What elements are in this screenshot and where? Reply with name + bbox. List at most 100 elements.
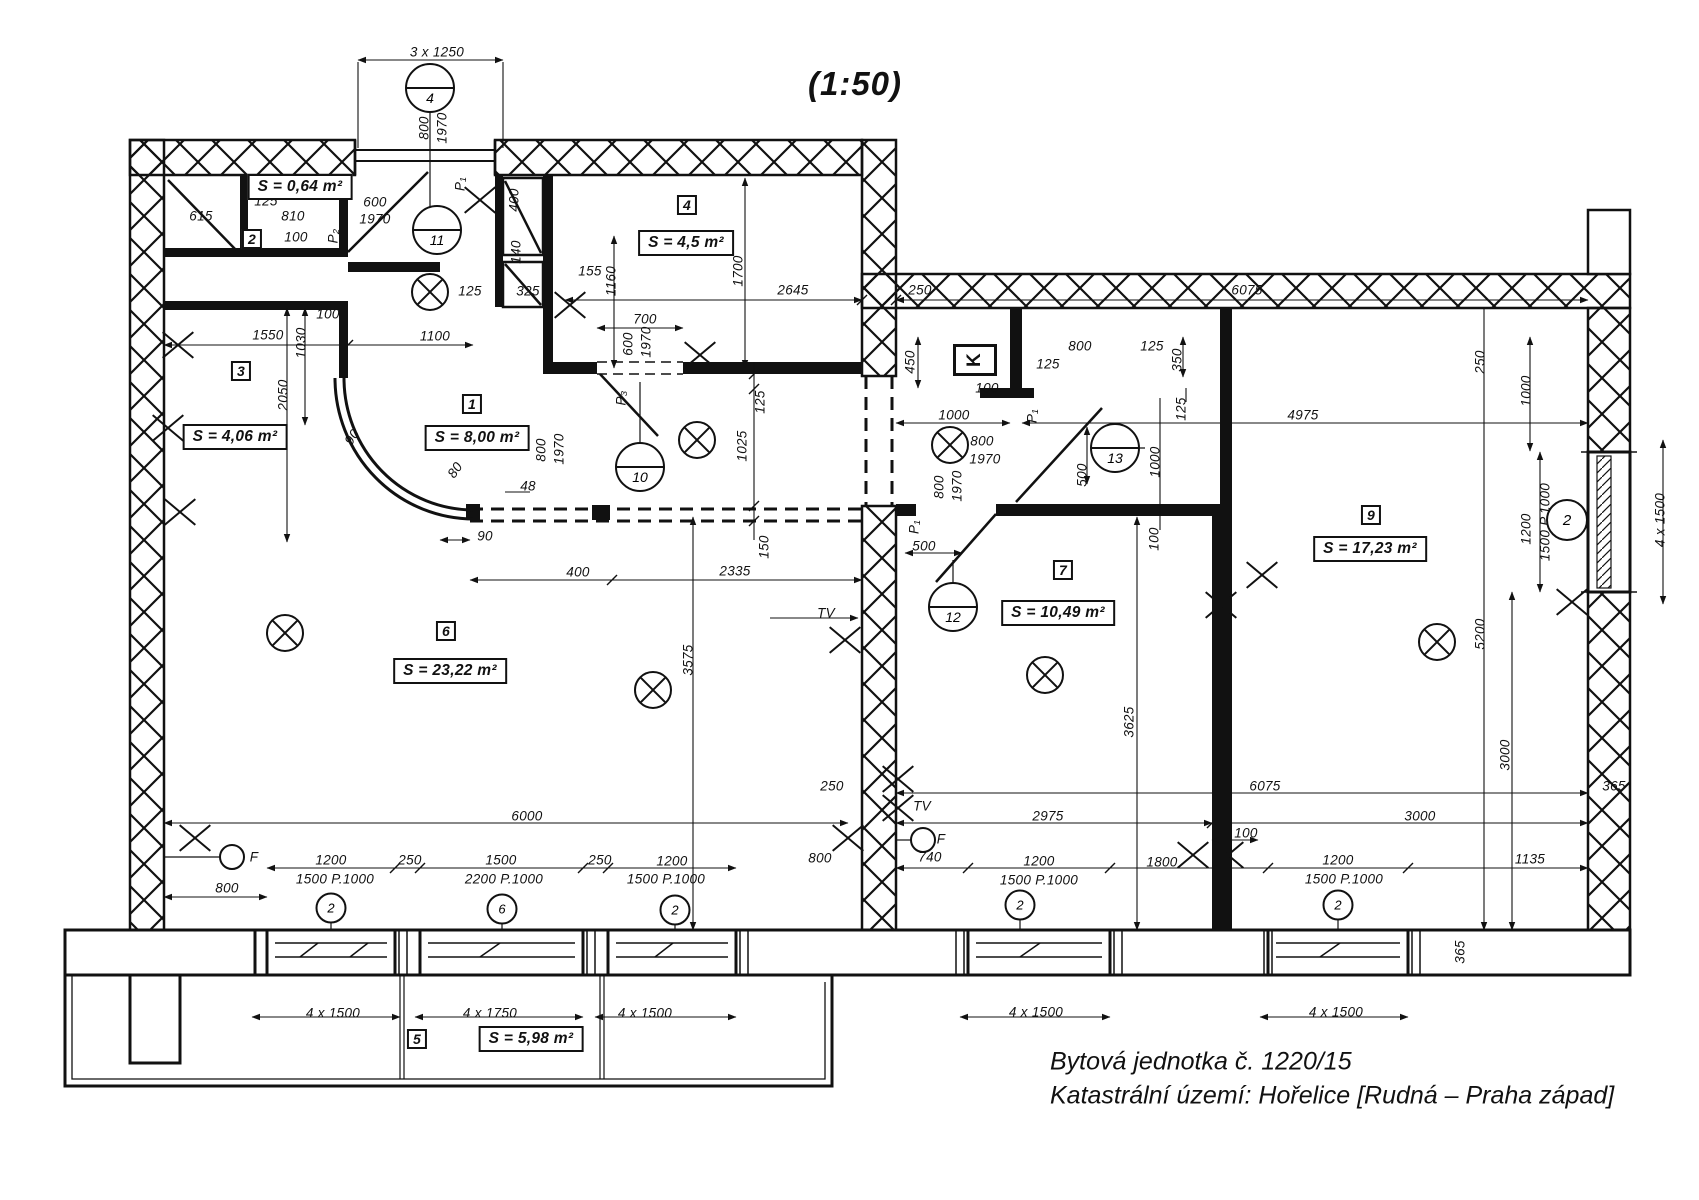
dimension-label: 125	[1173, 397, 1189, 421]
dimension-lines	[163, 56, 1667, 1021]
wall-mark-icon	[160, 492, 200, 532]
dimension-label: 1500 P.1000	[999, 872, 1079, 888]
dimension-label: 6075	[1231, 282, 1263, 298]
wall-mark-icon	[1242, 555, 1282, 595]
dimension-label: 450	[902, 350, 918, 374]
dimension-label: 4 x 1500	[1652, 492, 1668, 548]
dimension-label: 1970	[434, 112, 450, 144]
room-id-1: 1	[461, 394, 483, 414]
interior-walls	[164, 175, 1232, 930]
ceiling-light-icon	[678, 421, 716, 459]
dimension-label: 1500	[485, 852, 517, 868]
wall-mark-icon	[1173, 835, 1213, 875]
dimension-label: 1000	[938, 407, 970, 423]
dimension-label: 125	[458, 283, 482, 299]
dimension-label: 1200	[656, 853, 688, 869]
window-marker-2: 2	[1546, 499, 1588, 541]
door-marker-12: 12	[928, 582, 978, 632]
door-marker-label: 11	[429, 231, 445, 248]
dimension-label: 90	[477, 528, 493, 544]
dimension-label: 365	[1602, 778, 1626, 794]
door-marker-13: 13	[1090, 423, 1140, 473]
dimension-label: 1000	[1147, 446, 1163, 478]
dimension-label: 600	[363, 194, 387, 210]
dimension-label: 100	[975, 380, 999, 396]
dimension-label: 3575	[680, 644, 696, 676]
ceiling-light-icon	[411, 273, 449, 311]
window-band	[128, 928, 1632, 977]
room-id-5: 5	[406, 1029, 428, 1049]
wall-mark-icon	[1201, 585, 1241, 625]
wall-mark-icon	[828, 818, 868, 858]
closet-shelves	[167, 176, 545, 309]
dimension-label: 6000	[511, 808, 543, 824]
dimension-label: 1970	[359, 211, 391, 227]
room-area-3: S = 4,06 m²	[182, 424, 288, 450]
dimension-label: 140	[508, 240, 524, 264]
dimension-label: 250	[908, 282, 932, 298]
dimension-label: 800	[970, 433, 994, 449]
dimension-label: 3000	[1497, 739, 1513, 771]
dimension-label: 2645	[777, 282, 809, 298]
dimension-label: 1000	[1518, 375, 1534, 407]
fixture-circle	[219, 844, 245, 870]
dimension-label: 4 x 1750	[462, 1005, 518, 1021]
dimension-label: 2050	[275, 379, 291, 411]
dimension-label: 810	[281, 208, 305, 224]
dimension-label: 1970	[949, 470, 965, 502]
curved-wall	[333, 377, 475, 521]
room-id-4: 4	[676, 195, 698, 215]
dimension-label: 4 x 1500	[305, 1005, 361, 1021]
dimension-label: 1030	[293, 327, 309, 359]
balcony	[63, 928, 834, 1088]
dimension-label: P₁	[906, 520, 922, 534]
dimension-label: 800	[215, 880, 239, 896]
dimension-label: 500	[912, 538, 936, 554]
dimension-label: 125	[1036, 356, 1060, 372]
dimension-label: 1160	[603, 265, 619, 297]
room-area-5: S = 5,98 m²	[478, 1026, 584, 1052]
door-marker-4: 4	[405, 63, 455, 113]
dimension-label: 1200	[315, 852, 347, 868]
dimension-label: 150	[756, 535, 772, 559]
dimension-label: 400	[506, 188, 522, 212]
dimension-label: 5200	[1472, 618, 1488, 650]
dimension-label: 2975	[1032, 808, 1064, 824]
fixture-circle	[910, 827, 936, 853]
dimension-label: 6075	[1249, 778, 1281, 794]
dimension-label: F	[936, 831, 946, 847]
window-marker-2: 2	[659, 894, 691, 926]
ceiling-light-icon	[931, 426, 969, 464]
dimension-label: 1970	[969, 451, 1001, 467]
dimension-label: 90	[341, 426, 363, 448]
room-area-1: S = 8,00 m²	[424, 425, 530, 451]
dimension-label: 800	[808, 850, 832, 866]
dimension-label: 2335	[719, 563, 751, 579]
door-marker-10: 10	[615, 442, 665, 492]
dimension-label: 500	[1074, 463, 1090, 487]
dimension-label: 4 x 1500	[1008, 1004, 1064, 1020]
dimension-label: P₂	[325, 228, 341, 244]
dimension-label: 3 x 1250	[409, 44, 465, 60]
window-marker-2: 2	[1322, 889, 1354, 921]
door-marker-label: 13	[1107, 449, 1123, 466]
dimension-label: 48	[520, 478, 536, 494]
dimension-label: 250	[1472, 350, 1488, 374]
ceiling-light-icon	[266, 614, 304, 652]
footer-line-1: Bytová jednotka č. 1220/15	[1050, 1047, 1352, 1076]
dimension-label: 250	[398, 852, 422, 868]
room-area-4: S = 4,5 m²	[638, 230, 734, 256]
wall-mark-icon	[158, 325, 198, 365]
wall-mark-icon	[825, 620, 865, 660]
room-id-2: 2	[241, 229, 263, 249]
dimension-label: 4975	[1287, 407, 1319, 423]
wall-mark-icon	[1208, 835, 1248, 875]
dimension-label: 1550	[252, 327, 284, 343]
dimension-label: 1200	[1322, 852, 1354, 868]
door-marker-label: 12	[945, 608, 961, 625]
dimension-label: P₃	[613, 390, 629, 406]
dimension-label: 1500 P.1000	[295, 871, 375, 887]
ceiling-light-icon	[634, 671, 672, 709]
